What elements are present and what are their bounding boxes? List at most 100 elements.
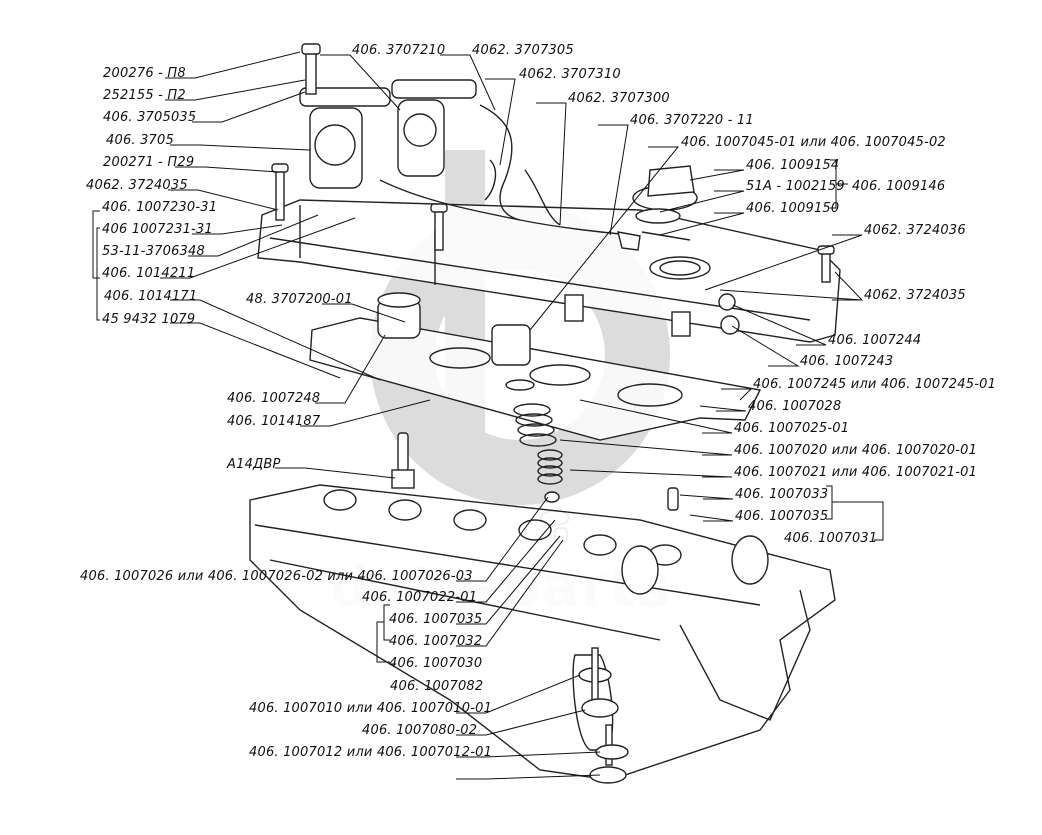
leader-line	[689, 169, 745, 181]
part-label[interactable]: 200276 - П8	[103, 66, 186, 81]
part-label[interactable]: 406. 1007230-31	[102, 200, 218, 215]
part-label[interactable]: 406 1007231-31	[102, 222, 213, 237]
part-label[interactable]: 406. 1007010 или 406. 1007010-01	[249, 701, 493, 716]
part-label[interactable]: 406. 1007243	[800, 354, 894, 369]
part-label[interactable]: 406. 1007012 или 406. 1007012-01	[249, 745, 493, 760]
leader-line	[721, 388, 753, 401]
part-label[interactable]: 48. 3707200-01	[246, 292, 353, 307]
part-label[interactable]: 406. 1007035	[735, 509, 829, 524]
oil-filler-cap	[632, 165, 698, 241]
valves	[572, 647, 629, 784]
part-label[interactable]: 406. 1007033	[735, 487, 829, 502]
part-label[interactable]: 406. 1007080-02	[362, 723, 478, 738]
part-label[interactable]: 406. 1007026 или 406. 1007026-02 или 406…	[80, 569, 473, 584]
leader-line	[188, 214, 319, 257]
leader-line	[485, 78, 516, 166]
leader-line	[456, 709, 586, 736]
leader-line	[192, 91, 306, 123]
leader-line	[529, 146, 680, 331]
leader-line	[559, 439, 733, 456]
part-label[interactable]: 4062. 3724035	[86, 178, 188, 193]
part-label[interactable]: 406. 1009146	[852, 179, 946, 194]
part-label[interactable]: 406. 1007022-01	[362, 590, 478, 605]
leader-line	[170, 144, 311, 151]
leader-line	[569, 469, 733, 478]
gasket-plate	[309, 317, 762, 441]
part-label[interactable]: 406. 1007030	[389, 656, 483, 671]
part-label[interactable]: А14ДВР	[227, 457, 281, 472]
leader-line	[315, 334, 386, 404]
leader-line	[579, 399, 733, 434]
part-label[interactable]: 4062. 3707310	[519, 67, 621, 82]
part-label[interactable]: 406. 3707220 - 11	[630, 113, 754, 128]
leader-line	[719, 289, 863, 301]
leader-line	[175, 166, 279, 173]
part-label[interactable]: 406. 1007032	[389, 634, 483, 649]
part-label[interactable]: 406. 1014187	[227, 414, 321, 429]
leader-line	[170, 299, 381, 381]
leader-line	[689, 514, 734, 522]
part-label[interactable]: 252155 - П2	[103, 88, 186, 103]
part-label[interactable]: 406. 1014211	[102, 266, 196, 281]
part-label[interactable]: 406. 1007248	[227, 391, 321, 406]
leader-line	[704, 234, 863, 291]
leader-line	[168, 189, 279, 211]
part-label[interactable]: 200271 - П29	[103, 155, 195, 170]
leader-line	[456, 539, 564, 647]
leader-line	[300, 399, 431, 427]
leader-line	[456, 496, 549, 582]
leader-line	[192, 224, 283, 235]
part-label[interactable]: 406. 3705035	[103, 110, 197, 125]
leader-line	[536, 102, 567, 226]
part-label[interactable]: 406. 1007245 или 406. 1007245-01	[753, 377, 997, 392]
part-label[interactable]: 4062. 3707305	[472, 43, 574, 58]
leader-line	[160, 217, 356, 279]
leader-line	[456, 774, 601, 780]
leader-line	[170, 322, 341, 379]
leader-line	[598, 124, 629, 236]
part-label[interactable]: 4062. 3707300	[568, 91, 670, 106]
part-label[interactable]: 406. 1007045-01 или 406. 1007045-02	[681, 135, 946, 150]
leader-line	[456, 519, 556, 603]
grouping-brackets	[92, 159, 884, 663]
breather-component	[377, 292, 531, 366]
part-label[interactable]: 406. 1009150	[746, 201, 840, 216]
part-label[interactable]: 406. 1007082	[390, 679, 484, 694]
ignition-coil-module	[299, 43, 477, 189]
part-label[interactable]: 53-11-3706348	[102, 244, 205, 259]
leader-line	[320, 54, 401, 111]
leader-line	[275, 467, 396, 479]
part-label[interactable]: 406. 1009154	[746, 158, 840, 173]
cover-bolts	[271, 163, 835, 335]
valve-cover	[257, 199, 841, 343]
cylinder-head	[249, 484, 836, 781]
part-label[interactable]: 406. 1007025-01	[734, 421, 850, 436]
leader-line	[322, 303, 406, 323]
leader-line	[699, 405, 747, 412]
leader-lines	[160, 51, 864, 780]
part-label[interactable]: 4062. 3724035	[864, 288, 966, 303]
part-label[interactable]: 406. 3707210	[352, 43, 446, 58]
part-label[interactable]: 406. 1007244	[828, 333, 922, 348]
leader-line	[456, 751, 601, 758]
part-label[interactable]: 406. 3705	[106, 133, 174, 148]
part-label[interactable]: 4062. 3724036	[864, 223, 966, 238]
leader-line	[732, 304, 827, 346]
leader-line	[456, 535, 561, 625]
part-label[interactable]: 406. 1007021 или 406. 1007021-01	[734, 465, 978, 480]
part-label[interactable]: 406. 1007035	[389, 612, 483, 627]
part-label[interactable]: 406. 1014171	[104, 289, 198, 304]
part-label[interactable]: 51A - 1002159	[746, 179, 845, 194]
part-label[interactable]: 406. 1007020 или 406. 1007020-01	[734, 443, 978, 458]
spark-plug	[391, 432, 415, 489]
leader-line	[165, 51, 301, 79]
part-label[interactable]: 406. 1007028	[748, 399, 842, 414]
part-label[interactable]: 406. 1007031	[784, 531, 878, 546]
leader-line	[456, 674, 581, 714]
leader-line	[679, 494, 734, 500]
leader-line	[731, 325, 800, 367]
ignition-leads	[379, 104, 641, 251]
part-label[interactable]: 45 9432 1079	[102, 312, 196, 327]
